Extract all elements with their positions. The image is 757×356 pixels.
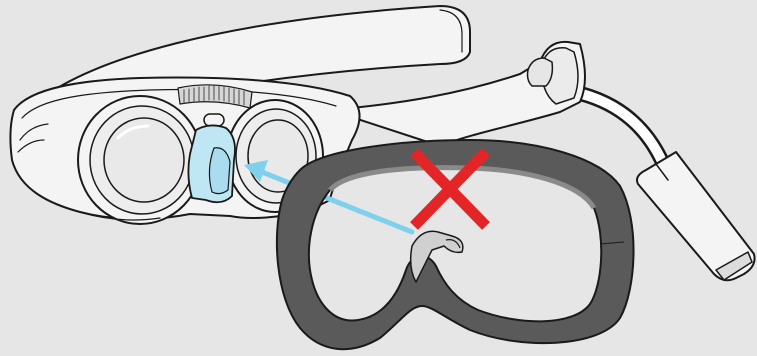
side-arm-button: [528, 58, 553, 86]
nose-piece-inner: [209, 148, 230, 194]
face-cushion-icon: [277, 140, 634, 349]
headset-icon: [10, 6, 754, 280]
cable: [574, 92, 665, 168]
proximity-sensor: [204, 114, 224, 126]
left-lens: [78, 96, 202, 224]
